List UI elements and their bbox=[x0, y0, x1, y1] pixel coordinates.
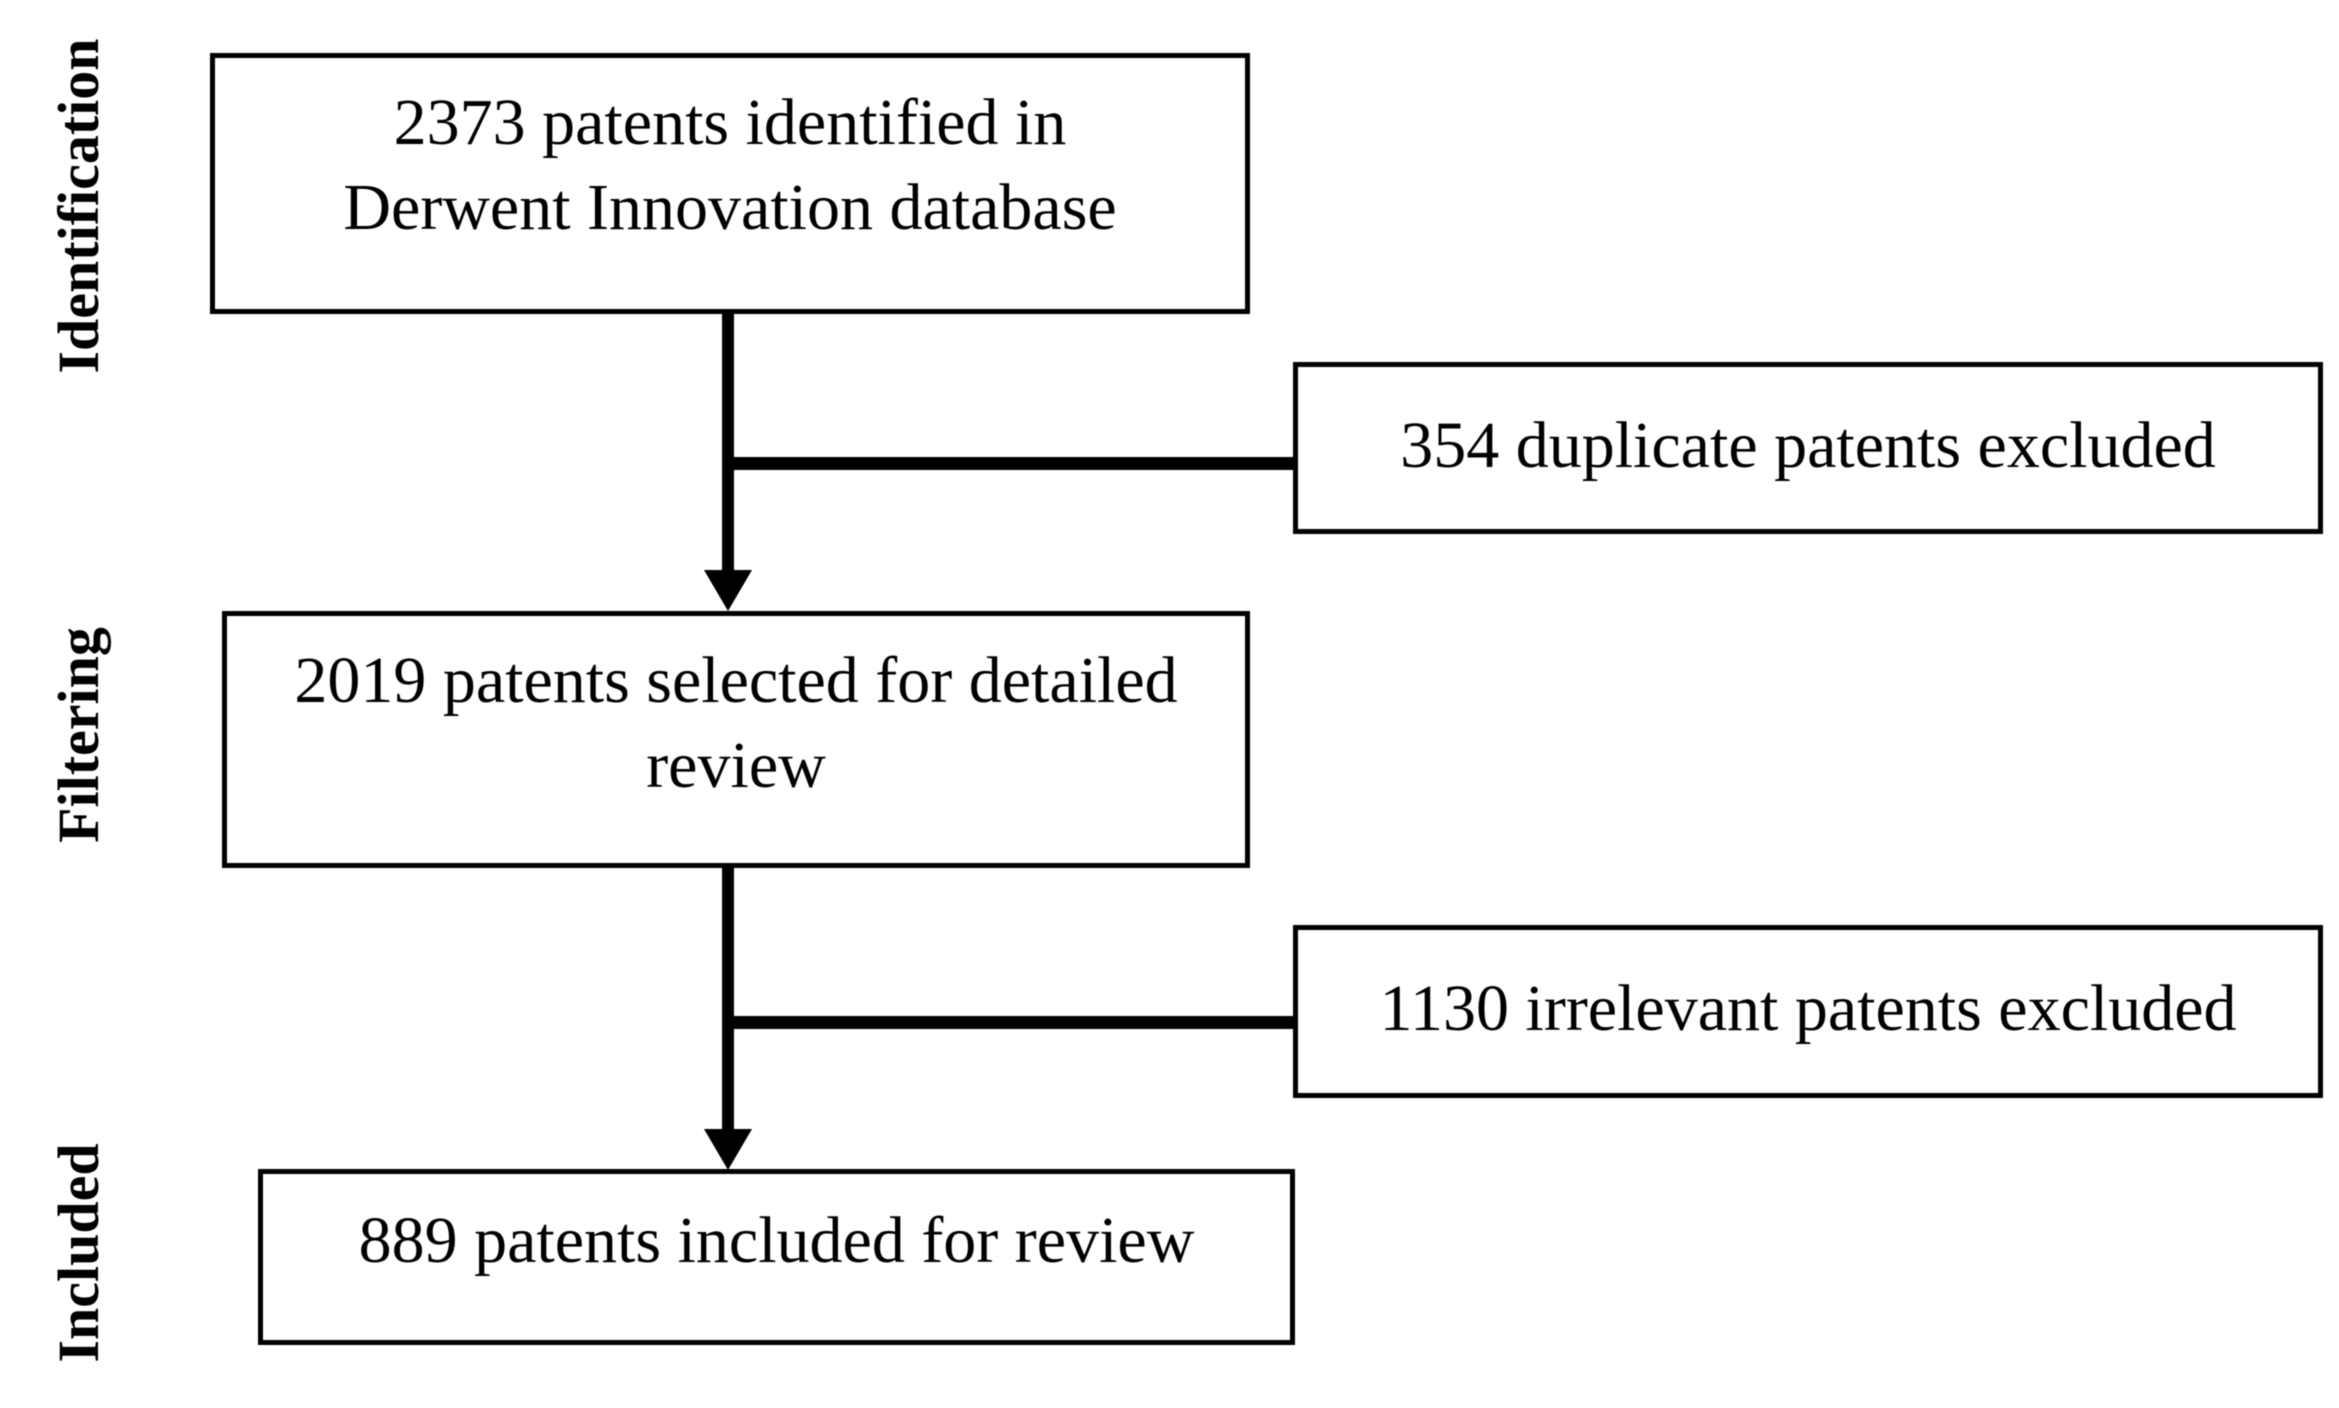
box-patents-identified: 2373 patents identified in Derwent Innov… bbox=[210, 53, 1250, 314]
box-patents-identified-line2: Derwent Innovation database bbox=[343, 171, 1117, 244]
stage-label-included-text: Included bbox=[45, 1143, 111, 1363]
stage-label-identification-text: Identification bbox=[45, 38, 111, 374]
stage-label-filtering: Filtering bbox=[33, 595, 123, 875]
connector-branch-to-duplicates bbox=[722, 457, 1294, 470]
box-patents-identified-line1: 2373 patents identified in bbox=[393, 86, 1067, 159]
stage-label-included: Included bbox=[33, 1113, 123, 1393]
box-patents-included-line1: 889 patents included for review bbox=[358, 1204, 1195, 1277]
arrowhead-into-selected bbox=[704, 570, 752, 611]
box-duplicates-excluded-line1: 354 duplicate patents excluded bbox=[1400, 409, 2216, 482]
stage-label-filtering-text: Filtering bbox=[45, 627, 111, 843]
box-duplicates-excluded: 354 duplicate patents excluded bbox=[1293, 362, 2323, 534]
stage-label-identification: Identification bbox=[33, 0, 123, 416]
arrowhead-into-included bbox=[704, 1129, 752, 1170]
box-patents-selected-line2: review bbox=[646, 729, 826, 802]
box-patents-selected-line1: 2019 patents selected for detailed bbox=[294, 644, 1178, 717]
connector-selected-to-included bbox=[722, 866, 734, 1132]
box-patents-selected: 2019 patents selected for detailed revie… bbox=[222, 611, 1250, 868]
connector-identified-to-selected bbox=[722, 312, 734, 574]
box-irrelevant-excluded-line1: 1130 irrelevant patents excluded bbox=[1379, 972, 2237, 1045]
box-patents-included: 889 patents included for review bbox=[258, 1169, 1295, 1345]
box-irrelevant-excluded: 1130 irrelevant patents excluded bbox=[1293, 925, 2323, 1098]
connector-branch-to-irrelevant bbox=[722, 1016, 1294, 1029]
